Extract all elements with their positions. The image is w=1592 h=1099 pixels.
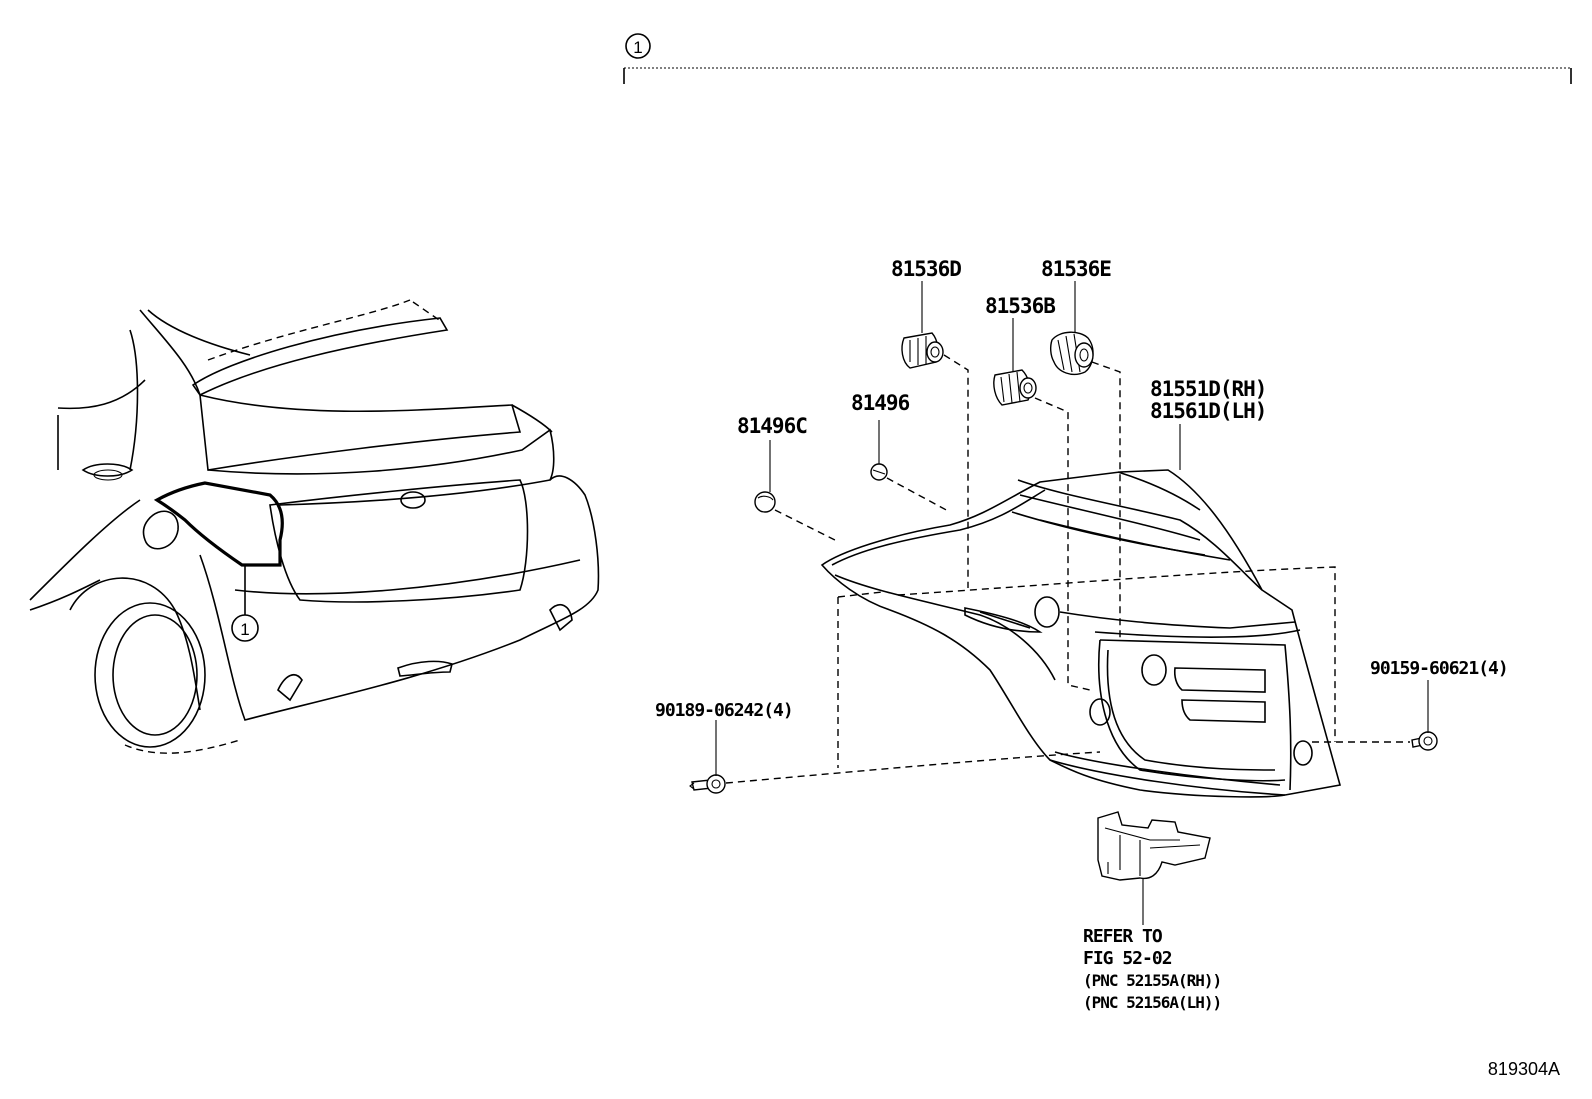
- refer-note-line3: (PNC 52155A(RH)): [1083, 971, 1221, 990]
- socket-81536B: [993, 369, 1037, 406]
- label-81561D-lh: 81561D(LH): [1150, 399, 1266, 423]
- rear-combination-lamp: [820, 469, 1342, 798]
- leader-lines: [715, 281, 1429, 925]
- socket-81536E: [1049, 331, 1094, 376]
- refer-note-line4: (PNC 52156A(LH)): [1083, 993, 1221, 1012]
- car-rear-illustration: 1: [29, 299, 600, 754]
- label-90189-06242: 90189-06242(4): [655, 700, 793, 721]
- bracket-refer-52-02: [1097, 811, 1211, 881]
- assembly-bracket: 1: [623, 33, 1572, 84]
- screw-90159: [1411, 731, 1438, 751]
- label-90159-60621: 90159-60621(4): [1370, 658, 1508, 679]
- refer-note-line2: FIG 52-02: [1083, 948, 1172, 969]
- refer-note-line1: REFER TO: [1083, 926, 1163, 947]
- figure-id: 819304A: [1488, 1059, 1560, 1079]
- label-81536D: 81536D: [891, 257, 961, 281]
- car-callout-number: 1: [240, 620, 249, 639]
- assembly-lines: [725, 354, 1410, 784]
- bulb-81496C: [754, 491, 776, 513]
- label-81536B: 81536B: [985, 294, 1055, 318]
- label-81536E: 81536E: [1041, 257, 1111, 281]
- bulb-81496: [870, 463, 888, 481]
- socket-81536D: [901, 332, 944, 369]
- assembly-callout-number: 1: [633, 38, 642, 57]
- label-81551D-rh: 81551D(RH): [1150, 377, 1266, 401]
- screw-90189: [689, 774, 726, 794]
- label-81496C: 81496C: [737, 414, 807, 438]
- label-81496: 81496: [851, 391, 910, 415]
